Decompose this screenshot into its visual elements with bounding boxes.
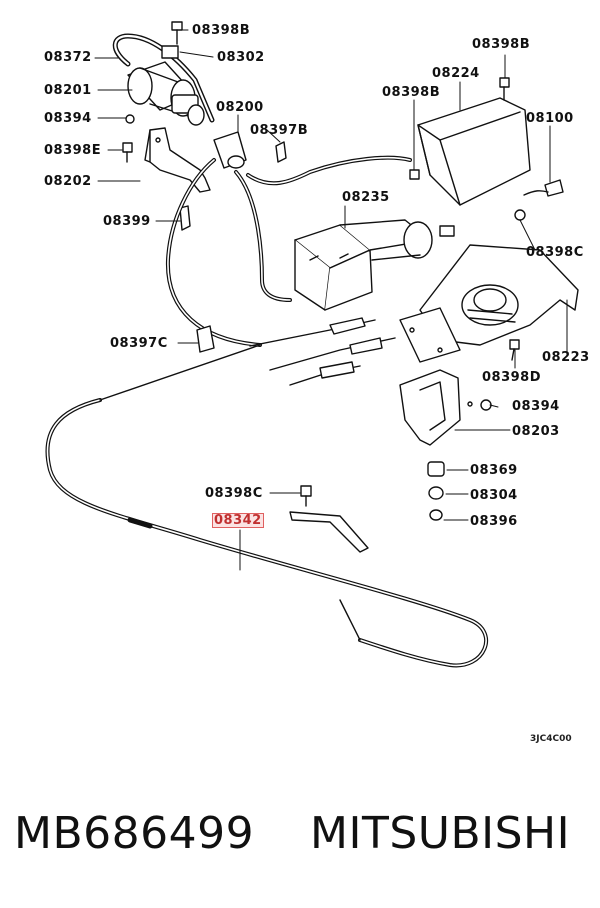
- label-08396: 08396: [470, 514, 518, 529]
- bracket-08203: [399, 369, 461, 446]
- label-08223: 08223: [542, 350, 590, 365]
- bolt-08398b-right: [499, 77, 510, 101]
- connector-08100: [544, 179, 564, 197]
- actuator-08235: [294, 219, 455, 311]
- label-08302: 08302: [217, 50, 265, 65]
- clip-08302: [161, 45, 179, 59]
- label-08372: 08372: [44, 50, 92, 65]
- part-08304: [428, 486, 444, 500]
- bracket-08223: [399, 244, 579, 363]
- brand-name: MITSUBISHI: [310, 808, 571, 859]
- bolt-08398d: [509, 339, 520, 361]
- label-08397b: 08397B: [250, 123, 309, 138]
- label-08369: 08369: [470, 463, 518, 478]
- label-08202: 08202: [44, 174, 92, 189]
- label-08397c: 08397C: [110, 336, 168, 351]
- part-number: MB686499: [14, 808, 255, 859]
- cable-end-1: [329, 317, 366, 335]
- bracket-08202: [149, 127, 211, 193]
- cover-08224: [417, 97, 531, 206]
- leader-lines: [94, 29, 568, 571]
- label-08200: 08200: [216, 100, 264, 115]
- bolt-08398e: [122, 142, 133, 163]
- bolt-08398b-top: [171, 21, 183, 45]
- label-08394-left: 08394: [44, 111, 92, 126]
- vacuum-canister-08201: [127, 61, 205, 126]
- valve-08200: [213, 131, 247, 169]
- label-08201: 08201: [44, 83, 92, 98]
- label-08398c-low: 08398C: [205, 486, 263, 501]
- part-08396: [429, 509, 443, 521]
- cable-end-3: [319, 361, 355, 379]
- label-08224: 08224: [432, 66, 480, 81]
- label-08398c-right: 08398C: [526, 245, 584, 260]
- drawing-code: 3JC4C00: [530, 734, 572, 744]
- clip-08399: [179, 205, 191, 231]
- bolt-08398b-mid: [409, 169, 420, 180]
- screw-08394-left: [125, 114, 135, 124]
- label-08100: 08100: [526, 111, 574, 126]
- cable-bracket: [289, 511, 369, 553]
- bolt-08398c-right: [514, 209, 526, 221]
- label-08304: 08304: [470, 488, 518, 503]
- clip-08397c: [196, 325, 215, 353]
- label-08398d: 08398D: [482, 370, 542, 385]
- part-08369: [427, 461, 445, 477]
- label-08235: 08235: [342, 190, 390, 205]
- label-08398b-top: 08398B: [192, 23, 251, 38]
- hose-long-2: [234, 170, 292, 302]
- label-08342-highlighted: 08342: [212, 513, 264, 528]
- clip-08397b: [275, 141, 287, 163]
- bolt-08398c-low: [300, 485, 312, 507]
- cable-end-2: [349, 337, 383, 355]
- label-08203: 08203: [512, 424, 560, 439]
- label-08399: 08399: [103, 214, 151, 229]
- label-08398b-mid: 08398B: [382, 85, 441, 100]
- hose-top: [246, 155, 412, 186]
- label-08398e: 08398E: [44, 143, 102, 158]
- label-08394-right: 08394: [512, 399, 560, 414]
- label-08398b-right: 08398B: [472, 37, 531, 52]
